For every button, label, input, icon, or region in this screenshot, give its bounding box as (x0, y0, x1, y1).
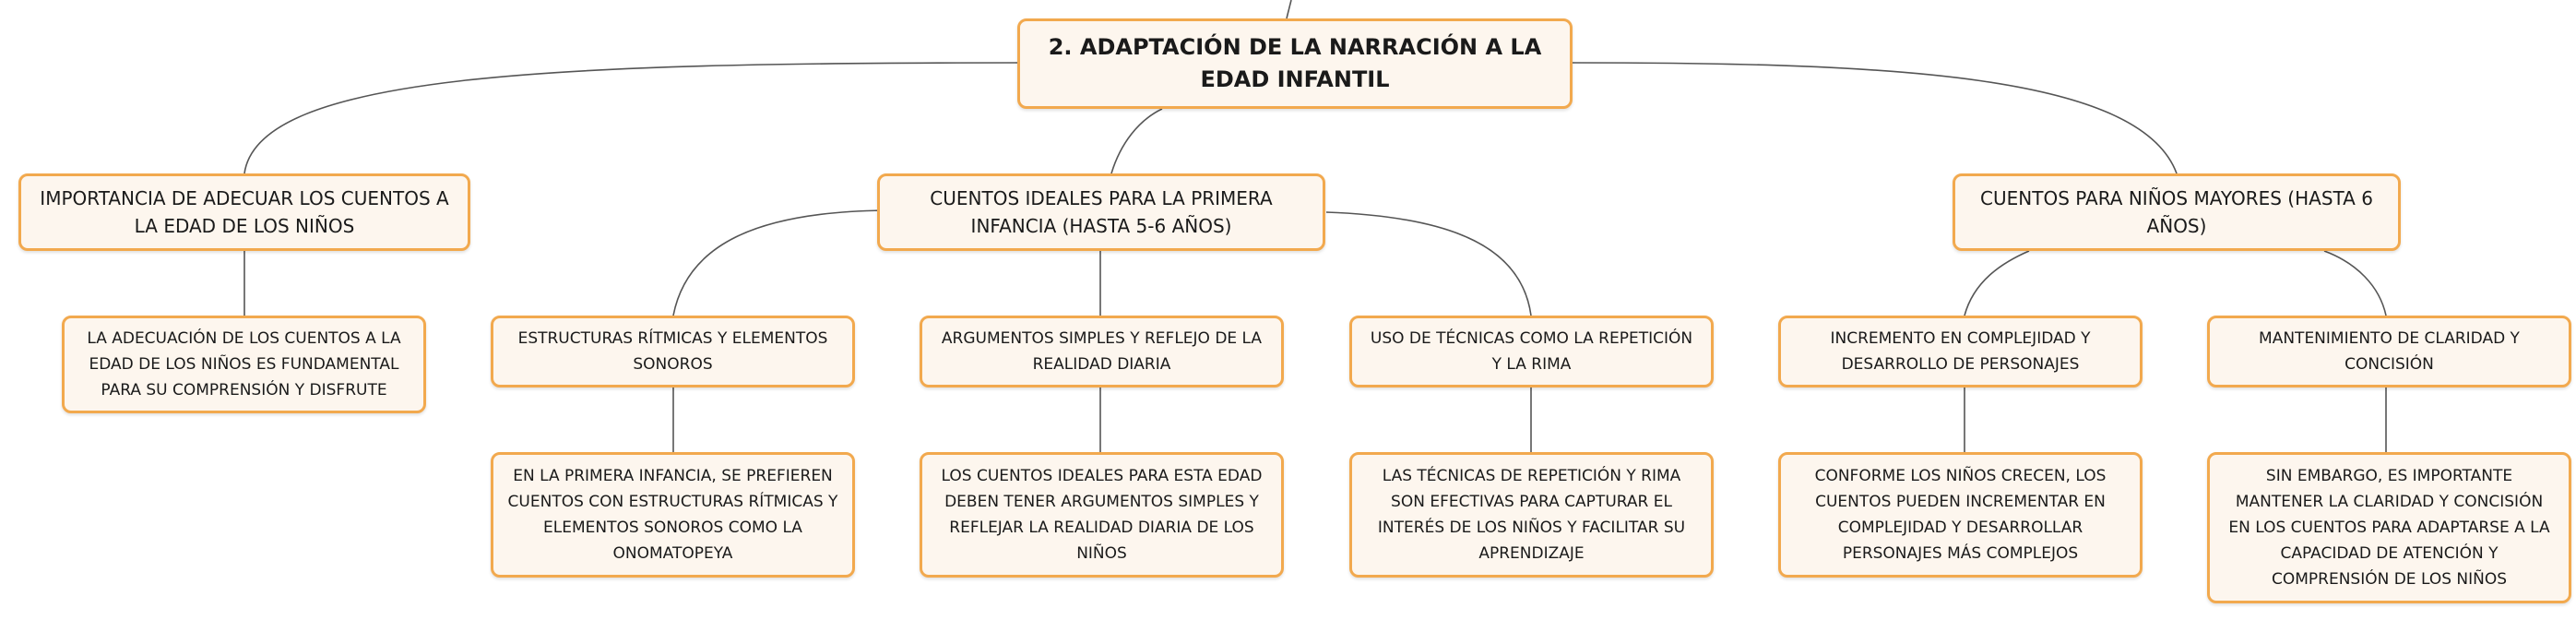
topic-primera-infancia[interactable]: CUENTOS IDEALES PARA LA PRIMERA INFANCIA… (877, 173, 1325, 251)
root-topic[interactable]: 2. ADAPTACIÓN DE LA NARRACIÓN A LA EDAD … (1017, 18, 1573, 109)
subtopic-claridad[interactable]: MANTENIMIENTO DE CLARIDAD Y CONCISIÓN (2207, 316, 2571, 388)
connector-mayores-claridad (2323, 250, 2387, 316)
connector-root-importancia (243, 62, 1018, 174)
detail-claridad[interactable]: SIN EMBARGO, ES IMPORTANTE MANTENER LA C… (2207, 452, 2571, 603)
detail-complejidad[interactable]: CONFORME LOS NIÑOS CRECEN, LOS CUENTOS P… (1778, 452, 2143, 578)
connector-primera-tecnicas (1325, 211, 1532, 316)
detail-adecuacion[interactable]: LA ADECUACIÓN DE LOS CUENTOS A LA EDAD D… (62, 316, 426, 413)
subtopic-argumentos-simples[interactable]: ARGUMENTOS SIMPLES Y REFLEJO DE LA REALI… (920, 316, 1284, 388)
topic-importancia-adecuar[interactable]: IMPORTANCIA DE ADECUAR LOS CUENTOS A LA … (18, 173, 470, 251)
parent-connector (1286, 0, 1292, 19)
connector-root-mayores (1572, 62, 2178, 174)
subtopic-repeticion-rima[interactable]: USO DE TÉCNICAS COMO LA REPETICIÓN Y LA … (1349, 316, 1714, 388)
connector-root-primera (1110, 108, 1163, 174)
detail-estructuras-ritmicas[interactable]: EN LA PRIMERA INFANCIA, SE PREFIEREN CUE… (491, 452, 855, 578)
subtopic-complejidad[interactable]: INCREMENTO EN COMPLEJIDAD Y DESARROLLO D… (1778, 316, 2143, 388)
connector-primera-ritmicas (672, 209, 884, 316)
detail-argumentos-simples[interactable]: LOS CUENTOS IDEALES PARA ESTA EDAD DEBEN… (920, 452, 1284, 578)
connector-mayores-complejidad (1964, 250, 2030, 316)
detail-repeticion-rima[interactable]: LAS TÉCNICAS DE REPETICIÓN Y RIMA SON EF… (1349, 452, 1714, 578)
topic-ninos-mayores[interactable]: CUENTOS PARA NIÑOS MAYORES (HASTA 6 AÑOS… (1953, 173, 2401, 251)
subtopic-estructuras-ritmicas[interactable]: ESTRUCTURAS RÍTMICAS Y ELEMENTOS SONOROS (491, 316, 855, 388)
